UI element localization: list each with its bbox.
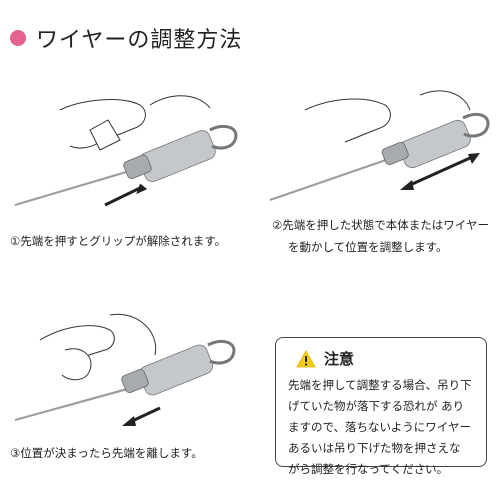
step-3-illustration	[0, 300, 250, 445]
warning-body: 先端を押して調整する場合、吊り下 げていた物が落下する恐れが あり ますので、落…	[288, 375, 480, 480]
warning-line: げていた物が落下する恐れが あり	[288, 399, 465, 413]
warning-heading: 注意	[296, 348, 354, 369]
page-title: ワイヤーの調整方法	[10, 22, 242, 54]
step-2-illustration	[250, 80, 500, 220]
step-2-caption-line-2: を動かして位置を調整します。	[288, 240, 448, 254]
warning-note: 注意 先端を押して調整する場合、吊り下 げていた物が落下する恐れが あり ますの…	[275, 337, 487, 476]
page-title-text: ワイヤーの調整方法	[36, 28, 243, 53]
warning-line: あるいは吊り下げた物を押さえな	[288, 441, 461, 455]
warning-heading-text: 注意	[324, 350, 355, 368]
warning-line: ますので、落ちないようにワイヤー	[288, 420, 471, 434]
step-2-caption-line-1: ②先端を押した状態で本体またはワイヤー	[272, 218, 489, 232]
warning-icon	[296, 349, 316, 367]
warning-line: 先端を押して調整する場合、吊り下	[288, 378, 472, 392]
warning-line: がら調整を行なってください。	[288, 462, 449, 476]
step-2-caption: ②先端を押した状態で本体またはワイヤー を動かして位置を調整します。	[272, 214, 489, 258]
step-3-caption: ③位置が決まったら先端を離します。	[10, 446, 203, 460]
step-1-caption: ①先端を押すとグリップが解除されます。	[10, 234, 227, 248]
step-1-illustration	[0, 80, 250, 230]
bullet-dot-icon	[10, 30, 26, 46]
